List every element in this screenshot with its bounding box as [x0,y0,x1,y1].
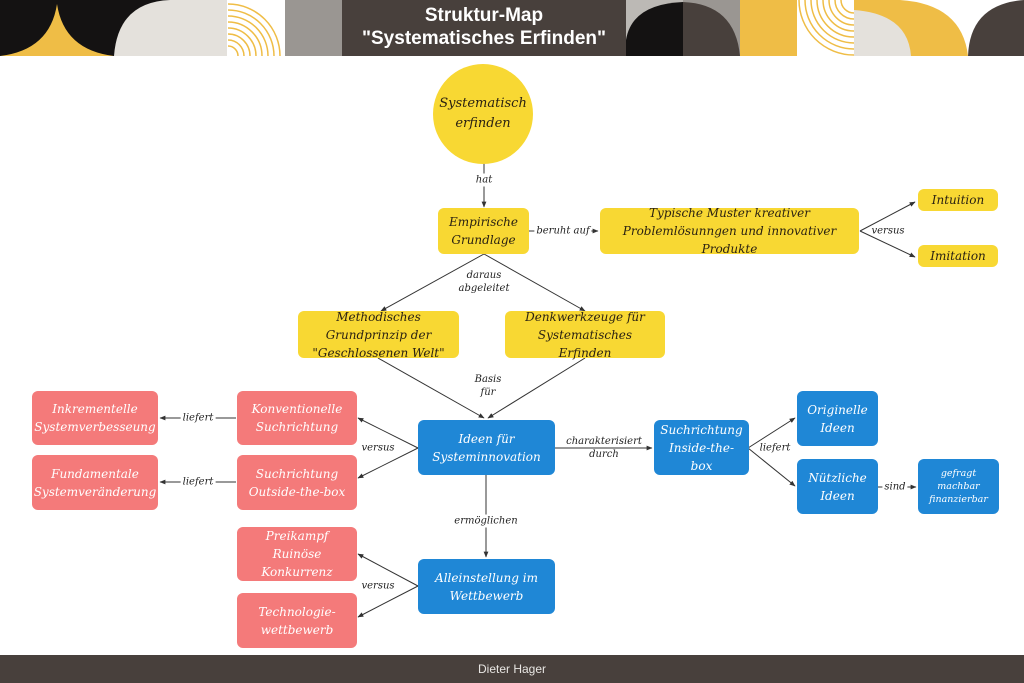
edge-basis-left [377,357,485,419]
node-methodisches-grundprinzip[interactable]: Methodisches Grundprinzip der "Geschloss… [298,310,459,360]
node-suchrichtung-outside[interactable]: Suchrichtung Outside-the-box [237,455,357,510]
footer: Dieter Hager [0,655,1024,683]
node-denkwerkzeuge[interactable]: Denkwerkzeuge für Systematisches Erfinde… [505,310,665,360]
node-label: Alleinstellung im Wettbewerb [435,570,538,603]
node-nuetzliche-ideen[interactable]: Nützliche Ideen [797,459,878,514]
edge-label-text: daraus abgeleitet [458,270,510,294]
edge-label-ermoeglichen: ermöglichen [452,514,520,528]
edge-label-daraus-abgeleitet: daraus abgeleitet [452,269,516,295]
header-arch-shape [114,0,227,56]
page-title: Struktur-Map "Systematisches Erfinden" [342,0,626,56]
node-label: Imitation [930,249,986,263]
header-arch-shape [968,0,1024,56]
edge-label-versus-bottom: versus [361,580,395,592]
node-inkrementelle-systemverbesserung[interactable]: Inkrementelle Systemverbesseung [32,391,158,445]
edge-liefert-nuetzliche [747,447,796,487]
node-label: gefragt machbar finanzierbar [929,468,988,505]
node-alleinstellung-wettbewerb[interactable]: Alleinstellung im Wettbewerb [418,559,555,614]
node-label: Konventionelle Suchrichtung [251,402,343,434]
node-empirische-grundlage[interactable]: Empirische Grundlage [438,208,529,254]
node-ideen-systeminnovation[interactable]: Ideen für Systeminnovation [418,420,555,475]
edge-label-liefert-2: liefert [180,475,216,489]
edge-versus-outside [357,447,419,479]
header-arcs [798,0,855,56]
node-label: Preikampf Ruinöse Konkurrenz [261,529,333,579]
header-arch-shape [683,2,740,56]
edge-versus-konventionell [357,417,419,449]
header-block-yellow [740,0,797,56]
node-label: Suchrichtung Outside-the-box [248,466,346,499]
header-arcs [227,3,281,56]
node-label: Systematisch erfinden [439,96,527,131]
node-fundamentale-systemveraenderung[interactable]: Fundamentale Systemveränderung [32,455,158,510]
edge-label-text: Basis für [474,374,502,398]
node-preiskampf[interactable]: Preikampf Ruinöse Konkurrenz [237,527,357,581]
node-label: Suchrichtung Inside-the-box [660,422,743,473]
node-originelle-ideen[interactable]: Originelle Ideen [797,391,878,446]
header-block-white [227,0,284,56]
edge-label-charakterisiert-durch: charakterisiert durch [562,435,646,461]
node-systematisch-erfinden[interactable]: Systematisch erfinden [433,64,533,164]
node-gefragt-machbar-finanzierbar[interactable]: gefragt machbar finanzierbar [918,459,999,514]
node-label: Methodisches Grundprinzip der "Geschloss… [312,309,445,360]
edge-abgeleitet-left [380,253,485,312]
edge-versus-technologie [357,585,419,618]
edge-label-versus-top: versus [871,225,905,237]
node-label: Empirische Grundlage [449,215,518,247]
header-decoration [0,0,1024,56]
node-label: Typische Muster kreativer Problemlösunng… [622,206,837,256]
node-suchrichtung-inside[interactable]: Suchrichtung Inside-the-box [654,420,749,475]
edge-label-basis-fuer: Basis für [466,373,510,399]
header-arch-shape [854,0,968,56]
node-konventionelle-suchrichtung[interactable]: Konventionelle Suchrichtung [237,391,357,445]
node-imitation[interactable]: Imitation [918,245,998,267]
node-label: Inkrementelle Systemverbesseung [34,402,156,434]
node-label: Fundamentale Systemveränderung [33,466,157,499]
edge-label-text: charakterisiert durch [566,436,642,460]
edge-label-beruht-auf: beruht auf [534,224,592,238]
node-typische-muster[interactable]: Typische Muster kreativer Problemlösunng… [600,206,859,256]
edge-versus-intuition [859,201,916,232]
node-label: Originelle Ideen [807,402,868,435]
edge-label-liefert-1: liefert [180,411,216,425]
node-intuition[interactable]: Intuition [918,189,998,211]
title-line-2: "Systematisches Erfinden" [362,28,606,49]
edge-liefert-originelle [747,417,796,449]
node-label: Ideen für Systeminnovation [432,431,541,464]
header-banner: Struktur-Map "Systematisches Erfinden" [0,0,1024,56]
title-line-1: Struktur-Map [424,5,544,26]
header-block-gray [285,0,342,56]
edge-label-liefert-right: liefert [759,442,791,454]
edge-abgeleitet-right [483,253,586,312]
header-cusp-shape [0,4,114,56]
node-technologiewettbewerb[interactable]: Technologie-wettbewerb [237,593,357,648]
footer-author: Dieter Hager [477,662,547,676]
node-label: Technologie-wettbewerb [258,604,336,637]
node-label: Denkwerkzeuge für Systematisches Erfinde… [525,309,645,360]
edge-label-sind: sind [882,480,908,494]
edge-label-hat: hat [473,173,495,187]
node-label: Nützliche Ideen [808,470,867,503]
node-label: Intuition [931,193,985,207]
header-arch-shape [626,2,683,56]
edge-basis-right [487,357,586,419]
edge-versus-imitation [859,230,916,258]
edge-versus-preiskampf [357,553,419,587]
edge-label-versus-left: versus [361,442,395,454]
